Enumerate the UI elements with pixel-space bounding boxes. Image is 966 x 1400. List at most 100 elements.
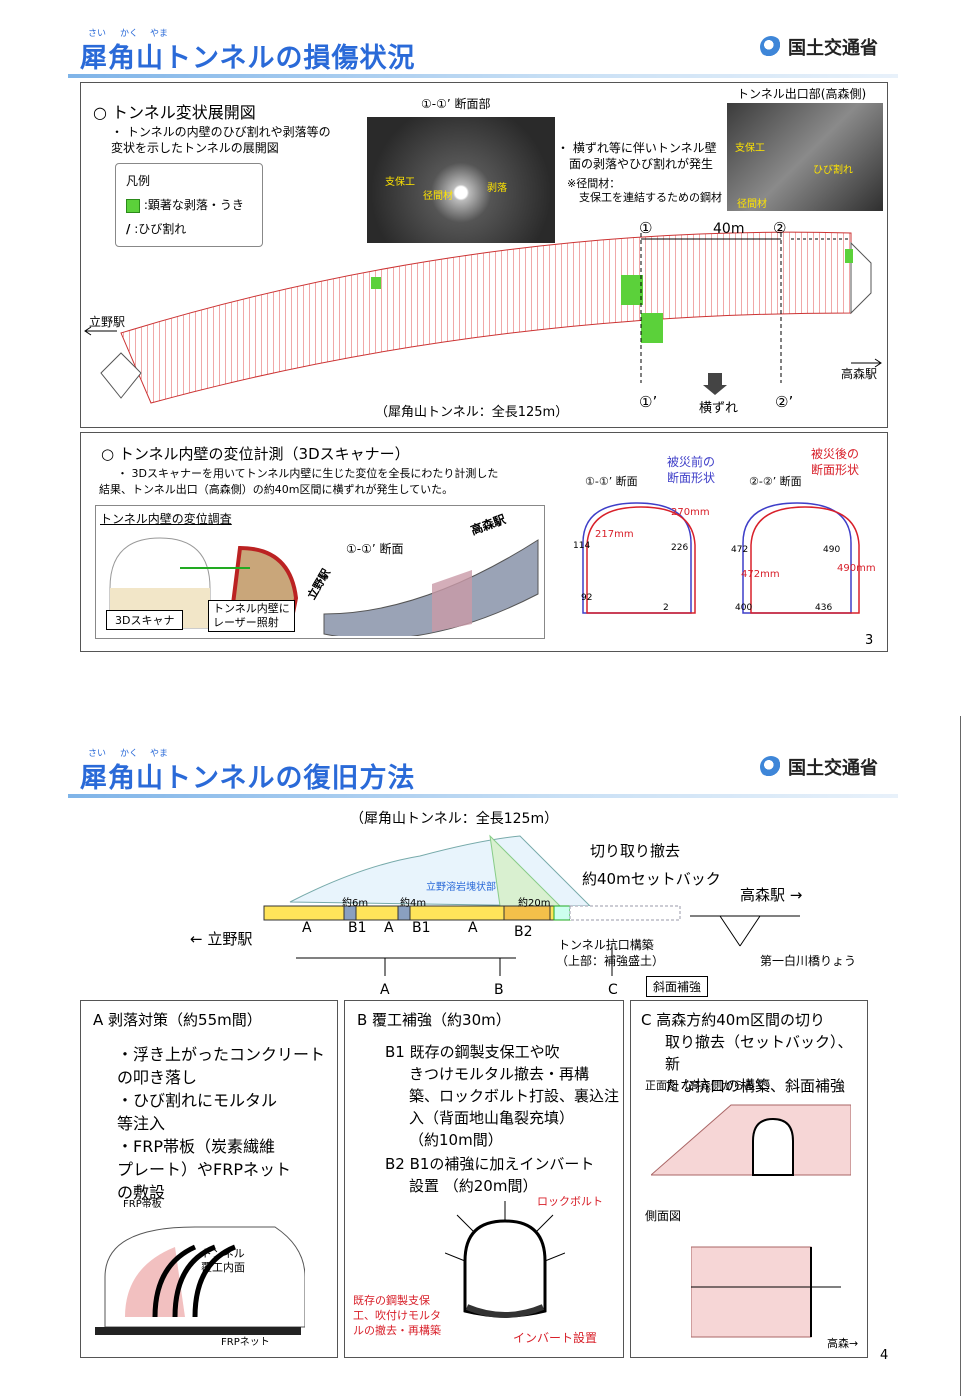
cross-sections <box>582 502 860 614</box>
group-c: C <box>608 982 618 998</box>
slide2-title: 犀角山トンネルの復旧方法 <box>80 763 416 794</box>
before-shape-1: 被災前の <box>667 455 716 469</box>
mountain-label: 立野溶岩塊状部 <box>426 882 496 893</box>
tunnel-development-drawing <box>84 231 882 404</box>
box-a: A 剥落対策（約55m間） ・浮き上がったコンクリート の叩き落し ・ひび割れに… <box>80 1000 338 1358</box>
sec1-val-5: 92 <box>581 593 593 603</box>
deformation-panel: ○ トンネル変状展開図 ・ トンネルの内壁のひび割れや剥落等の 変状を示したトン… <box>80 82 888 428</box>
after-shape-2: 断面形状 <box>811 463 860 477</box>
ministry-name-2: 国土交通省 <box>788 758 878 779</box>
box-b1-line-3: 築、ロックボルト打設、裏込注 <box>409 1087 620 1105</box>
after-shape-1: 被災後の <box>811 447 860 461</box>
box-a-line-1: ・浮き上がったコンクリート <box>117 1045 326 1064</box>
crack-line-icon: / <box>126 222 131 236</box>
photo1-label-1: 支保工 <box>385 177 415 188</box>
title-underline <box>68 74 898 78</box>
section-b2: B2 <box>514 924 533 940</box>
before-shape-2: 断面形状 <box>667 471 716 485</box>
box-b-title: B 覆工補強（約30m） <box>357 1011 511 1029</box>
side-view-label: 側面図 <box>645 1209 682 1223</box>
frp-tunnel-illustration <box>95 1226 305 1335</box>
box-c-line-3: たな抗口の構築、斜面補強 <box>665 1077 846 1095</box>
title2-ruby-3: やま <box>150 749 169 759</box>
mark-2-prime: ②’ <box>775 393 794 411</box>
box-b1-line-4: 入（背面地山亀裂充填） <box>409 1109 575 1127</box>
box-a-title: A 剥落対策（約55m間） <box>93 1011 262 1029</box>
mark-1-prime: ①’ <box>639 393 658 411</box>
left-station: 立野駅 <box>89 315 126 329</box>
box-a-line-2: の叩き落し <box>117 1068 198 1087</box>
legend-crack: / :ひび割れ <box>126 220 186 237</box>
slide2-caption: （犀角山トンネル：全長125m） <box>350 811 559 827</box>
title-ruby-2: かく <box>120 29 139 39</box>
photo2-label-2: ひび割れ <box>813 165 853 176</box>
scanner-label: 3Dスキャナ <box>106 610 184 630</box>
section2-title: ②-②’ 断面 <box>749 475 802 488</box>
title-ruby-1: さい <box>88 29 107 39</box>
frp-net-label: FRPネット <box>221 1337 270 1348</box>
scan-tunnel-model <box>323 539 539 636</box>
cut-label: 切り取り撤去 <box>590 842 681 860</box>
box-a-list: ・浮き上がったコンクリート の叩き落し ・ひび割れにモルタル 等注入 ・FRP帯… <box>117 1043 325 1204</box>
sec1-val-1: 270mm <box>671 507 710 518</box>
tunnel-caption: （犀角山トンネル：全長125m） <box>375 405 569 420</box>
sec2-val-4: 490mm <box>837 563 876 574</box>
left-station-2: ← 立野駅 <box>190 930 253 948</box>
sec2-val-2: 490 <box>823 545 841 555</box>
front-view-label: 正面図（高森側からみて） <box>645 1079 777 1092</box>
setback-label: 約40mセットバック <box>582 870 721 888</box>
box-b: B 覆工補強（約30m） B1 既存の鋼製支保工や吹 きつけモルタル撤去・再構 … <box>344 1000 624 1358</box>
mark-2: ② <box>773 219 787 237</box>
photo-note-1: ・ 横ずれ等に伴いトンネル壁 <box>557 141 717 155</box>
removal-label: 既存の鋼製支保 工、吹付けモルタ ルの撤去・再構築 <box>353 1293 441 1338</box>
box-b1-line-1: B1 既存の鋼製支保工や吹 <box>385 1043 560 1061</box>
section-a-2: A <box>384 920 394 936</box>
mark-1: ① <box>639 219 653 237</box>
frp-band-label: FRP帯板 <box>123 1199 162 1210</box>
sec2-val-3: 472mm <box>741 569 780 580</box>
photo-note-2: 面の剥落やひび割れが発生 <box>569 157 714 171</box>
panel1-desc-1: ・ トンネルの内壁のひび割れや剥落等の <box>111 125 331 139</box>
sec2-val-1: 472 <box>731 545 749 555</box>
group-b: B <box>494 982 504 998</box>
green-swatch-icon <box>126 198 140 213</box>
box-b2-list: B2 B1の補強に加えインバート 設置 （約20m間） <box>385 1153 594 1197</box>
sec1-val-6: 2 <box>663 603 669 613</box>
portal-label-2: （上部：補強盛土） <box>556 954 665 968</box>
bridge-label: 第一白川橋りょう <box>760 954 857 968</box>
panel2-desc-1: ・ 3Dスキャナーを用いてトンネル内壁に生じた変位を全長にわたり計測した <box>117 467 499 480</box>
right-station: 高森駅 <box>841 367 878 381</box>
title2-underline <box>68 794 898 798</box>
survey-figure: トンネル内壁の変位調査 3Dスキャナ トンネル内壁に レーザー照射 ①-①’ 断… <box>95 505 545 639</box>
box-c-line-2: 取り撤去（セットバック）、新 <box>665 1033 853 1073</box>
photo1-title: ①-①’ 断面部 <box>421 97 491 111</box>
photo2-label-1: 支保工 <box>735 143 765 154</box>
panel2-heading: ○ トンネル内壁の変位計測（3Dスキャナー） <box>101 445 410 463</box>
panel1-desc-2: 変状を示したトンネルの展開図 <box>111 141 279 155</box>
takamori-arrow-label: 高森→ <box>827 1337 859 1350</box>
ministry-logo-2: 国土交通省 <box>760 754 878 780</box>
removal-label-1: 既存の鋼製支保 <box>353 1294 430 1307</box>
box-b1-list: B1 既存の鋼製支保工や吹 きつけモルタル撤去・再構 築、ロックボルト打設、裏込… <box>385 1041 619 1151</box>
front-view-drawing <box>651 1104 851 1176</box>
sec2-val-6: 436 <box>815 603 833 613</box>
title2-ruby-2: かく <box>120 749 139 759</box>
inner-label: トンネル 覆工内面 <box>201 1247 245 1275</box>
ministry-emblem-icon <box>760 36 782 58</box>
sec1-val-2: 217mm <box>595 529 634 540</box>
removal-label-3: ルの撤去・再構築 <box>353 1324 441 1337</box>
box-a-line-3: ・ひび割れにモルタル <box>117 1091 278 1110</box>
tunnel-photo-2: 支保工 ひび割れ 径間材 <box>727 103 883 211</box>
section-a-1: A <box>302 920 312 936</box>
portal-label-1: トンネル抗口構築 <box>558 938 654 952</box>
box-a-line-6: プレート）やFRPネット <box>117 1160 291 1179</box>
box-b1-line-2: きつけモルタル撤去・再構 <box>409 1065 590 1083</box>
section-b1-1: B1 <box>348 920 367 936</box>
box-a-line-5: ・FRP帯板（炭素繊維 <box>117 1137 275 1156</box>
page-number-3: 3 <box>865 633 874 648</box>
panel2-desc-2: 結果、トンネル出口（高森側）の約40m区間に横ずれが発生していた。 <box>99 483 454 496</box>
slide-2-right-rule <box>960 716 961 1396</box>
inner-label-2: 覆工内面 <box>201 1261 245 1274</box>
box-b1-line-5: （約10m間） <box>409 1131 503 1149</box>
title-ruby-3: やま <box>150 29 169 39</box>
